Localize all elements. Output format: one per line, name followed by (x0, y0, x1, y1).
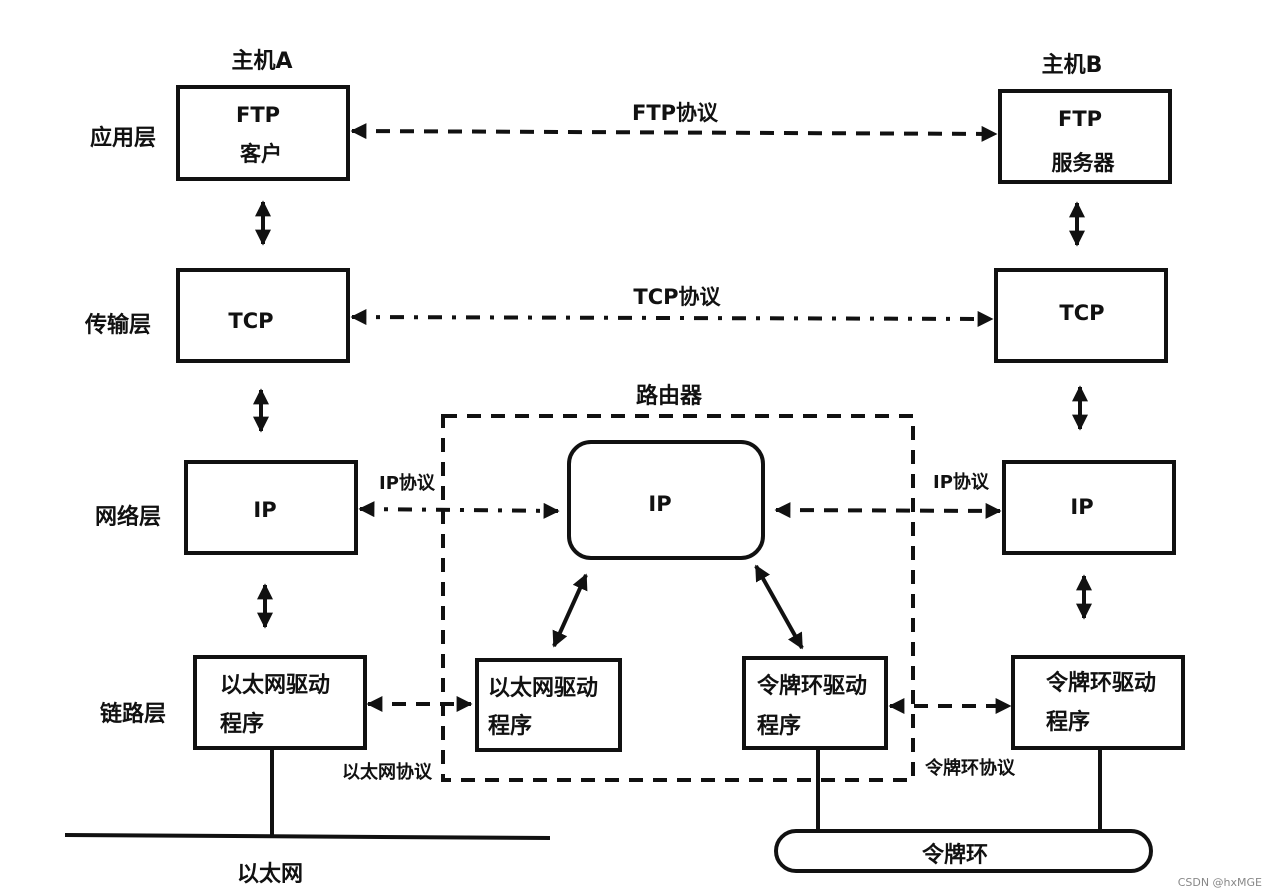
router-token-ring-line2: 程序 (757, 713, 801, 739)
ip-protocol-left-arrow (358, 501, 560, 519)
host-a-ftp-line1: FTP (236, 103, 280, 127)
host-b-ftp-line1: FTP (1058, 107, 1102, 131)
host-b-ftp-box (998, 89, 1172, 184)
host-a-ftp-line2: 客户 (240, 142, 282, 166)
host-b-ftp-line2: 服务器 (1052, 151, 1116, 175)
ip-protocol-right-arrow (774, 502, 1002, 519)
host-b-tcp-text: TCP (1059, 301, 1104, 325)
host-a-ethernet-line2: 程序 (220, 711, 264, 737)
host-a-ethernet-line1: 以太网驱动 (220, 673, 330, 698)
host-a-ethernet-driver-box (193, 655, 367, 750)
host-a-ip-box (184, 460, 358, 555)
host-a-ftp-box (176, 85, 350, 181)
ethernet-protocol-label: 以太网协议 (342, 761, 433, 783)
ftp-protocol-label: FTP协议 (632, 101, 719, 125)
layer-network-label: 网络层 (95, 504, 161, 530)
ethernet-network-label: 以太网 (237, 862, 303, 887)
host-b-token-ring-driver-box (1011, 655, 1185, 750)
arrow-router-ip-token-ring (754, 564, 804, 650)
host-b-ip-box (1002, 460, 1176, 555)
router-ip-box (567, 440, 765, 560)
tcp-protocol-label: TCP协议 (633, 285, 721, 309)
arrow-router-ip-ethernet (552, 573, 588, 648)
router-boundary (441, 414, 915, 782)
ethernet-bus-line (64, 833, 551, 840)
router-token-ring-driver-box (742, 656, 888, 750)
token-ring-shape (774, 829, 1153, 873)
host-b-tcp-box (994, 268, 1168, 363)
token-ring-protocol-label: 令牌环协议 (924, 757, 1016, 779)
router-ethernet-line1: 以太网驱动 (488, 676, 598, 701)
host-b-token-ring-line1: 令牌环驱动 (1046, 670, 1156, 696)
layer-transport-label: 传输层 (84, 312, 151, 338)
host-a-tcp-box (176, 268, 350, 363)
router-token-ring-line1: 令牌环驱动 (757, 673, 867, 699)
host-a-label: 主机A (231, 49, 292, 74)
watermark-text: CSDN @hxMGE (1178, 876, 1262, 889)
layer-app-label: 应用层 (90, 125, 156, 151)
host-a-tcp-text: TCP (228, 309, 273, 333)
router-ethernet-line2: 程序 (488, 713, 532, 739)
ftp-protocol-arrow (350, 123, 998, 142)
router-ip-text: IP (648, 492, 671, 516)
host-a-ip-text: IP (253, 498, 276, 522)
router-ethernet-driver-box (475, 658, 622, 752)
router-title: 路由器 (636, 383, 703, 409)
ip-protocol-left-label: IP协议 (379, 472, 436, 494)
host-b-label: 主机B (1042, 53, 1103, 78)
token-ring-network-label: 令牌环 (922, 842, 988, 868)
host-b-ip-text: IP (1070, 495, 1093, 519)
layer-link-label: 链路层 (100, 701, 166, 727)
host-b-token-ring-line2: 程序 (1046, 709, 1090, 735)
ip-protocol-right-label: IP协议 (933, 471, 990, 493)
tcp-protocol-arrow (350, 309, 994, 327)
